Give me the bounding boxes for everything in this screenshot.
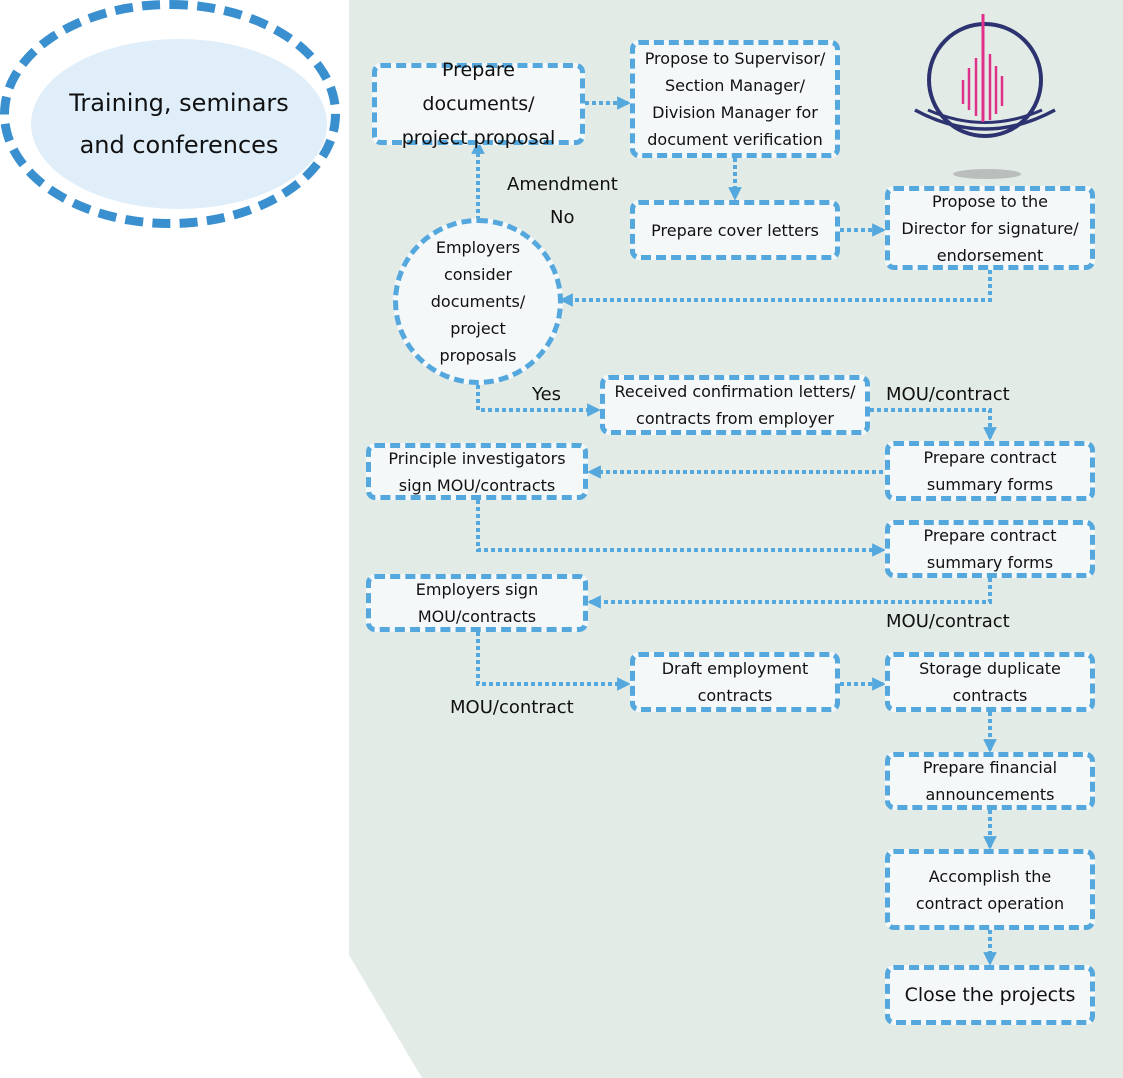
connector-summary2-to-employers-sign: [587, 578, 992, 609]
label-mou-contract-1: MOU/contract: [886, 384, 1010, 405]
node-employers-sign: Employers sign MOU/contracts: [366, 574, 588, 632]
label-amendment: Amendment: [507, 174, 618, 195]
diagram-title: Training, seminars and conferences: [31, 39, 327, 209]
node-draft-employment: Draft employment contracts: [630, 652, 840, 712]
connector-received-to-summary: [870, 408, 997, 441]
node-received-confirmation: Received confirmation letters/ contracts…: [600, 375, 870, 435]
node-propose-supervisor: Propose to Supervisor/ Section Manager/ …: [630, 40, 840, 158]
connector-director-to-employers: [559, 270, 992, 307]
node-prepare-summary-1: Prepare contract summary forms: [885, 441, 1095, 501]
node-close-projects: Close the projects: [885, 965, 1095, 1025]
institution-logo-icon: [914, 14, 1056, 179]
label-mou-contract-3: MOU/contract: [450, 697, 574, 718]
node-prepare-documents: Prepare documents/ project proposal: [372, 59, 585, 149]
node-propose-director: Propose to the Director for signature/ e…: [885, 186, 1095, 270]
node-accomplish-contract: Accomplish the contract operation: [885, 849, 1095, 930]
node-employers-consider: Employers consider documents/ project pr…: [393, 218, 563, 385]
connector-employers-to-received: [476, 385, 601, 417]
label-yes: Yes: [532, 384, 562, 405]
node-pi-sign: Principle investigators sign MOU/contrac…: [366, 443, 588, 500]
label-mou-contract-2: MOU/contract: [886, 611, 1010, 632]
node-prepare-financial: Prepare financial announcements: [885, 752, 1095, 810]
node-prepare-summary-2: Prepare contract summary forms: [885, 520, 1095, 578]
connector-pi-to-summary2: [476, 500, 886, 557]
node-prepare-cover-letters: Prepare cover letters: [630, 200, 840, 260]
node-storage-duplicate: Storage duplicate contracts: [885, 652, 1095, 712]
label-no: No: [550, 207, 575, 228]
connector-employers-sign-to-draft: [476, 632, 631, 691]
title-badge: Training, seminars and conferences: [0, 0, 340, 228]
